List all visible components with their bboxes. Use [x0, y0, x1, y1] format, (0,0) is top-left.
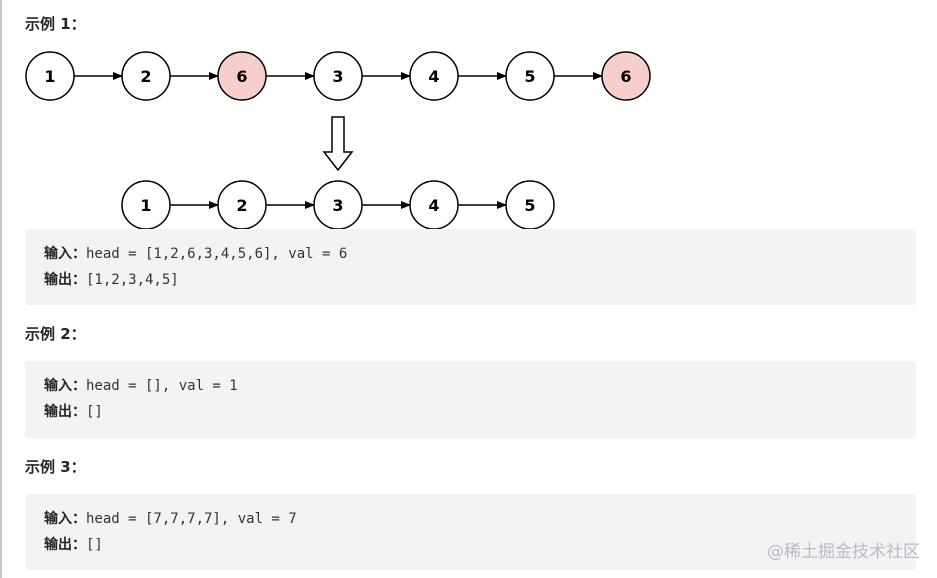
input-label: 输入： — [44, 511, 86, 527]
before-list-node: 6 — [217, 51, 267, 101]
output-label: 输出： — [44, 537, 86, 553]
example-1-code-block: 输入：head = [1,2,6,3,4,5,6], val = 6 输出：[1… — [25, 229, 916, 305]
output-label: 输出： — [44, 272, 86, 288]
before-list-node: 5 — [505, 51, 555, 101]
example-2-input-line: 输入：head = [], val = 1 — [44, 373, 916, 399]
example-2-code-block: 输入：head = [], val = 1 输出：[] — [25, 361, 916, 438]
before-list-node-value: 6 — [236, 67, 247, 86]
example-2-heading: 示例 2： — [25, 325, 86, 343]
example-3-input-line: 输入：head = [7,7,7,7], val = 7 — [44, 506, 916, 532]
output-value: [] — [86, 537, 103, 553]
before-list-node: 4 — [409, 51, 459, 101]
input-value: head = [7,7,7,7], val = 7 — [86, 511, 297, 527]
after-list-node: 4 — [409, 180, 459, 230]
example-3-heading: 示例 3： — [25, 458, 86, 476]
example-1-output-line: 输出：[1,2,3,4,5] — [44, 267, 916, 293]
output-label: 输出： — [44, 404, 86, 420]
before-list-node: 6 — [601, 51, 651, 101]
after-list-node-value: 1 — [140, 196, 151, 215]
left-border — [0, 0, 2, 578]
input-label: 输入： — [44, 378, 86, 394]
input-value: head = [], val = 1 — [86, 378, 238, 394]
example-1-input-line: 输入：head = [1,2,6,3,4,5,6], val = 6 — [44, 241, 916, 267]
before-list-node-value: 4 — [428, 67, 439, 86]
output-value: [1,2,3,4,5] — [86, 272, 179, 288]
linked-list-diagram: 1 2 6 3 4 5 6 1 2 3 4 5 — [25, 51, 651, 230]
after-list-node: 1 — [121, 180, 171, 230]
example-1-heading: 示例 1： — [25, 15, 86, 33]
after-list-node-value: 5 — [524, 196, 535, 215]
before-list-node-value: 3 — [332, 67, 343, 86]
after-list-node: 5 — [505, 180, 555, 230]
after-list-node: 3 — [313, 180, 363, 230]
before-list-node-value: 5 — [524, 67, 535, 86]
after-list-node-value: 3 — [332, 196, 343, 215]
example-2-output-line: 输出：[] — [44, 399, 916, 425]
before-list-node: 2 — [121, 51, 171, 101]
example-3-output-line: 输出：[] — [44, 532, 916, 558]
input-value: head = [1,2,6,3,4,5,6], val = 6 — [86, 246, 348, 262]
before-list-node: 1 — [25, 51, 75, 101]
input-label: 输入： — [44, 246, 86, 262]
before-list-node: 3 — [313, 51, 363, 101]
before-list-node-value: 6 — [620, 67, 631, 86]
watermark: @稀土掘金技术社区 — [767, 542, 920, 562]
before-list-row: 1 2 6 3 4 5 6 — [25, 51, 651, 101]
after-list-node-value: 2 — [236, 196, 247, 215]
before-list-node-value: 2 — [140, 67, 151, 86]
output-value: [] — [86, 404, 103, 420]
after-list-node: 2 — [217, 180, 267, 230]
after-list-row: 1 2 3 4 5 — [121, 180, 555, 230]
down-arrow — [322, 116, 354, 172]
after-list-node-value: 4 — [428, 196, 439, 215]
before-list-node-value: 1 — [44, 67, 55, 86]
before-list-node-circle — [601, 51, 651, 101]
example-3-code-block: 输入：head = [7,7,7,7], val = 7 输出：[] — [25, 494, 916, 570]
